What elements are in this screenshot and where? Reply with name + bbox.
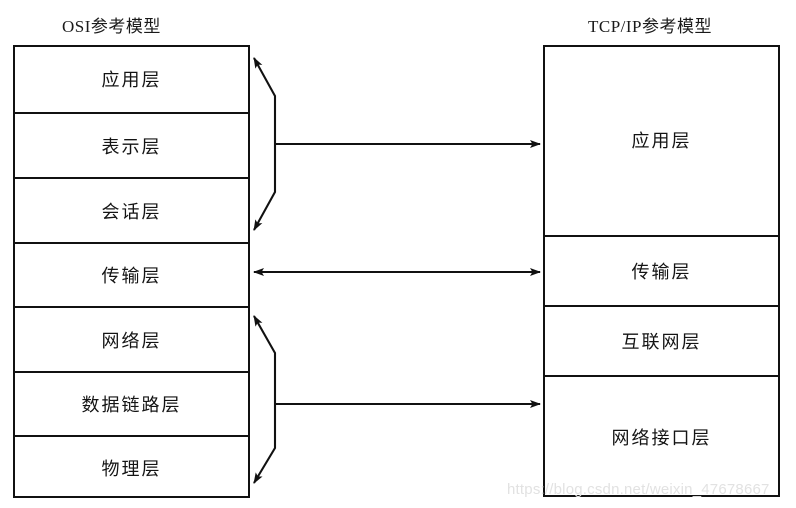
osi-layer-stack: 应用层表示层会话层传输层网络层数据链路层物理层	[13, 45, 250, 498]
osi-layer-label: 表示层	[101, 136, 162, 157]
tcpip-layer: 互联网层	[545, 305, 778, 375]
osi-layer-label: 传输层	[101, 266, 162, 286]
osi-layer: 应用层	[15, 45, 248, 112]
osi-layer: 物理层	[15, 435, 248, 498]
osi-layer: 网络层	[15, 306, 248, 371]
tcpip-model-title: TCP/IP参考模型	[588, 17, 713, 36]
watermark-text: https://blog.csdn.net/weixin_47678667	[507, 481, 770, 498]
connector-brace-lower	[253, 315, 541, 484]
tcpip-layer: 传输层	[545, 235, 778, 305]
osi-layer-label: 网络层	[101, 330, 162, 351]
tcpip-layer-label: 传输层	[631, 262, 692, 282]
osi-layer: 表示层	[15, 112, 248, 177]
osi-layer-label: 物理层	[101, 458, 162, 479]
osi-layer-label: 数据链路层	[81, 395, 182, 415]
osi-layer: 会话层	[15, 177, 248, 242]
osi-layer: 传输层	[15, 242, 248, 306]
connector-brace-upper	[253, 57, 541, 231]
tcpip-layer-label: 互联网层	[621, 332, 702, 352]
osi-layer-label: 会话层	[101, 201, 162, 222]
tcpip-layer-label: 应用层	[631, 131, 692, 151]
tcpip-layer-stack: 应用层传输层互联网层网络接口层	[543, 45, 780, 497]
tcpip-layer: 网络接口层	[545, 375, 778, 497]
osi-layer-label: 应用层	[101, 69, 162, 90]
tcpip-layer-label: 网络接口层	[611, 428, 712, 448]
tcpip-layer: 应用层	[545, 45, 778, 235]
osi-layer: 数据链路层	[15, 371, 248, 435]
osi-model-title: OSI参考模型	[62, 17, 161, 36]
